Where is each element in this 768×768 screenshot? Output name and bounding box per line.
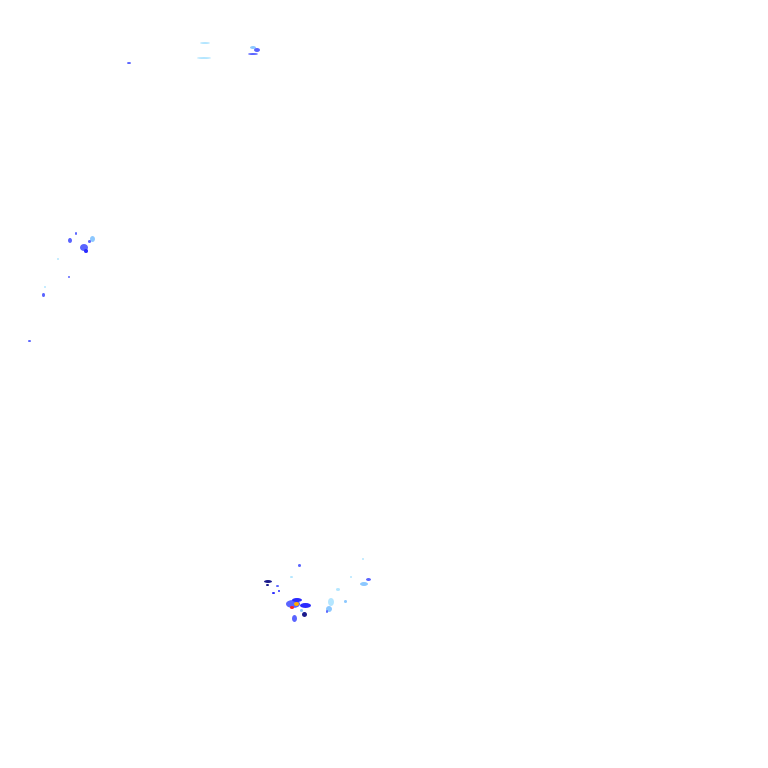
echo-bottom-23: [362, 558, 364, 560]
echo-left-8: [68, 276, 70, 278]
echo-left-9: [42, 293, 45, 297]
echo-top-5: [254, 48, 260, 52]
echo-bottom-1: [264, 580, 272, 583]
echo-left-10: [44, 286, 46, 288]
echo-left-2: [75, 232, 77, 235]
echo-bottom-3: [276, 585, 279, 587]
echo-bottom-15: [300, 609, 303, 612]
echo-top-4: [250, 46, 256, 49]
echo-bottom-9: [292, 598, 302, 602]
echo-top-2: [197, 57, 211, 59]
echo-bottom-13: [292, 615, 297, 622]
echo-bottom-2: [266, 584, 269, 586]
echo-bottom-14: [302, 612, 307, 617]
echo-bottom-5: [278, 590, 280, 592]
echo-top-3: [127, 62, 131, 64]
echo-bottom-7: [290, 576, 293, 578]
echo-bottom-19: [344, 600, 347, 603]
echo-left-11: [28, 340, 31, 342]
echo-bottom-11: [290, 606, 294, 609]
echo-left-4: [84, 249, 88, 253]
echo-bottom-22: [366, 578, 371, 581]
echo-bottom-4: [272, 592, 275, 594]
echo-bottom-20: [350, 576, 352, 578]
echo-left-7: [57, 258, 59, 260]
echo-top-6: [248, 53, 258, 55]
echo-bottom-16: [328, 598, 334, 606]
echo-bottom-21: [360, 582, 368, 586]
echo-bottom-6: [298, 564, 301, 567]
echo-left-5: [90, 236, 95, 242]
echo-top-1: [200, 42, 210, 44]
echo-left-6: [88, 240, 91, 243]
echo-bottom-18: [336, 588, 340, 591]
echo-bottom-12: [300, 603, 311, 608]
echo-bottom-10: [294, 602, 299, 606]
echo-bottom-24: [326, 610, 328, 613]
echo-left-1: [68, 238, 72, 243]
